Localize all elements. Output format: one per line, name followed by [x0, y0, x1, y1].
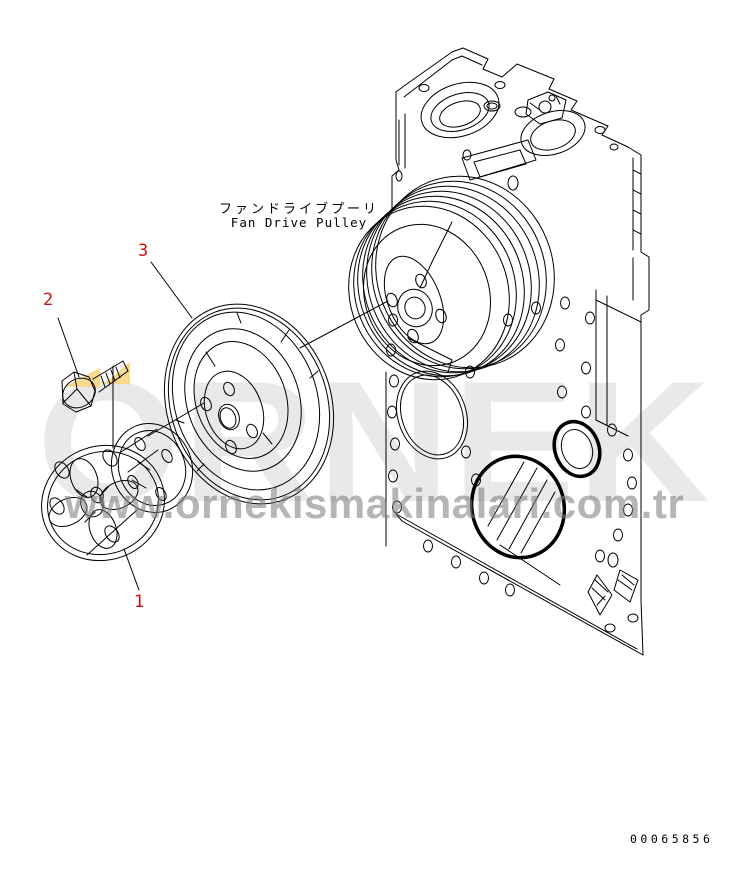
leader-lines: [57, 261, 389, 591]
part-label-english: Fan Drive Pulley: [230, 215, 368, 230]
hub-drawing: [41, 423, 194, 562]
fan-drive-pulley-drawing: [163, 303, 335, 505]
callout-3[interactable]: 3: [138, 241, 149, 261]
part-label-japanese: ファンドライブプーリ: [218, 202, 380, 217]
watermark-url-text: www.ornekismakinalari.com.tr: [64, 480, 685, 527]
highlight-marker: [64, 362, 130, 387]
bolt-drawing: [61, 360, 129, 413]
callout-1[interactable]: 1: [134, 592, 145, 612]
callout-2[interactable]: 2: [43, 290, 54, 310]
engine-block-drawing: [348, 47, 650, 656]
drawing-number: 00065856: [630, 832, 714, 846]
